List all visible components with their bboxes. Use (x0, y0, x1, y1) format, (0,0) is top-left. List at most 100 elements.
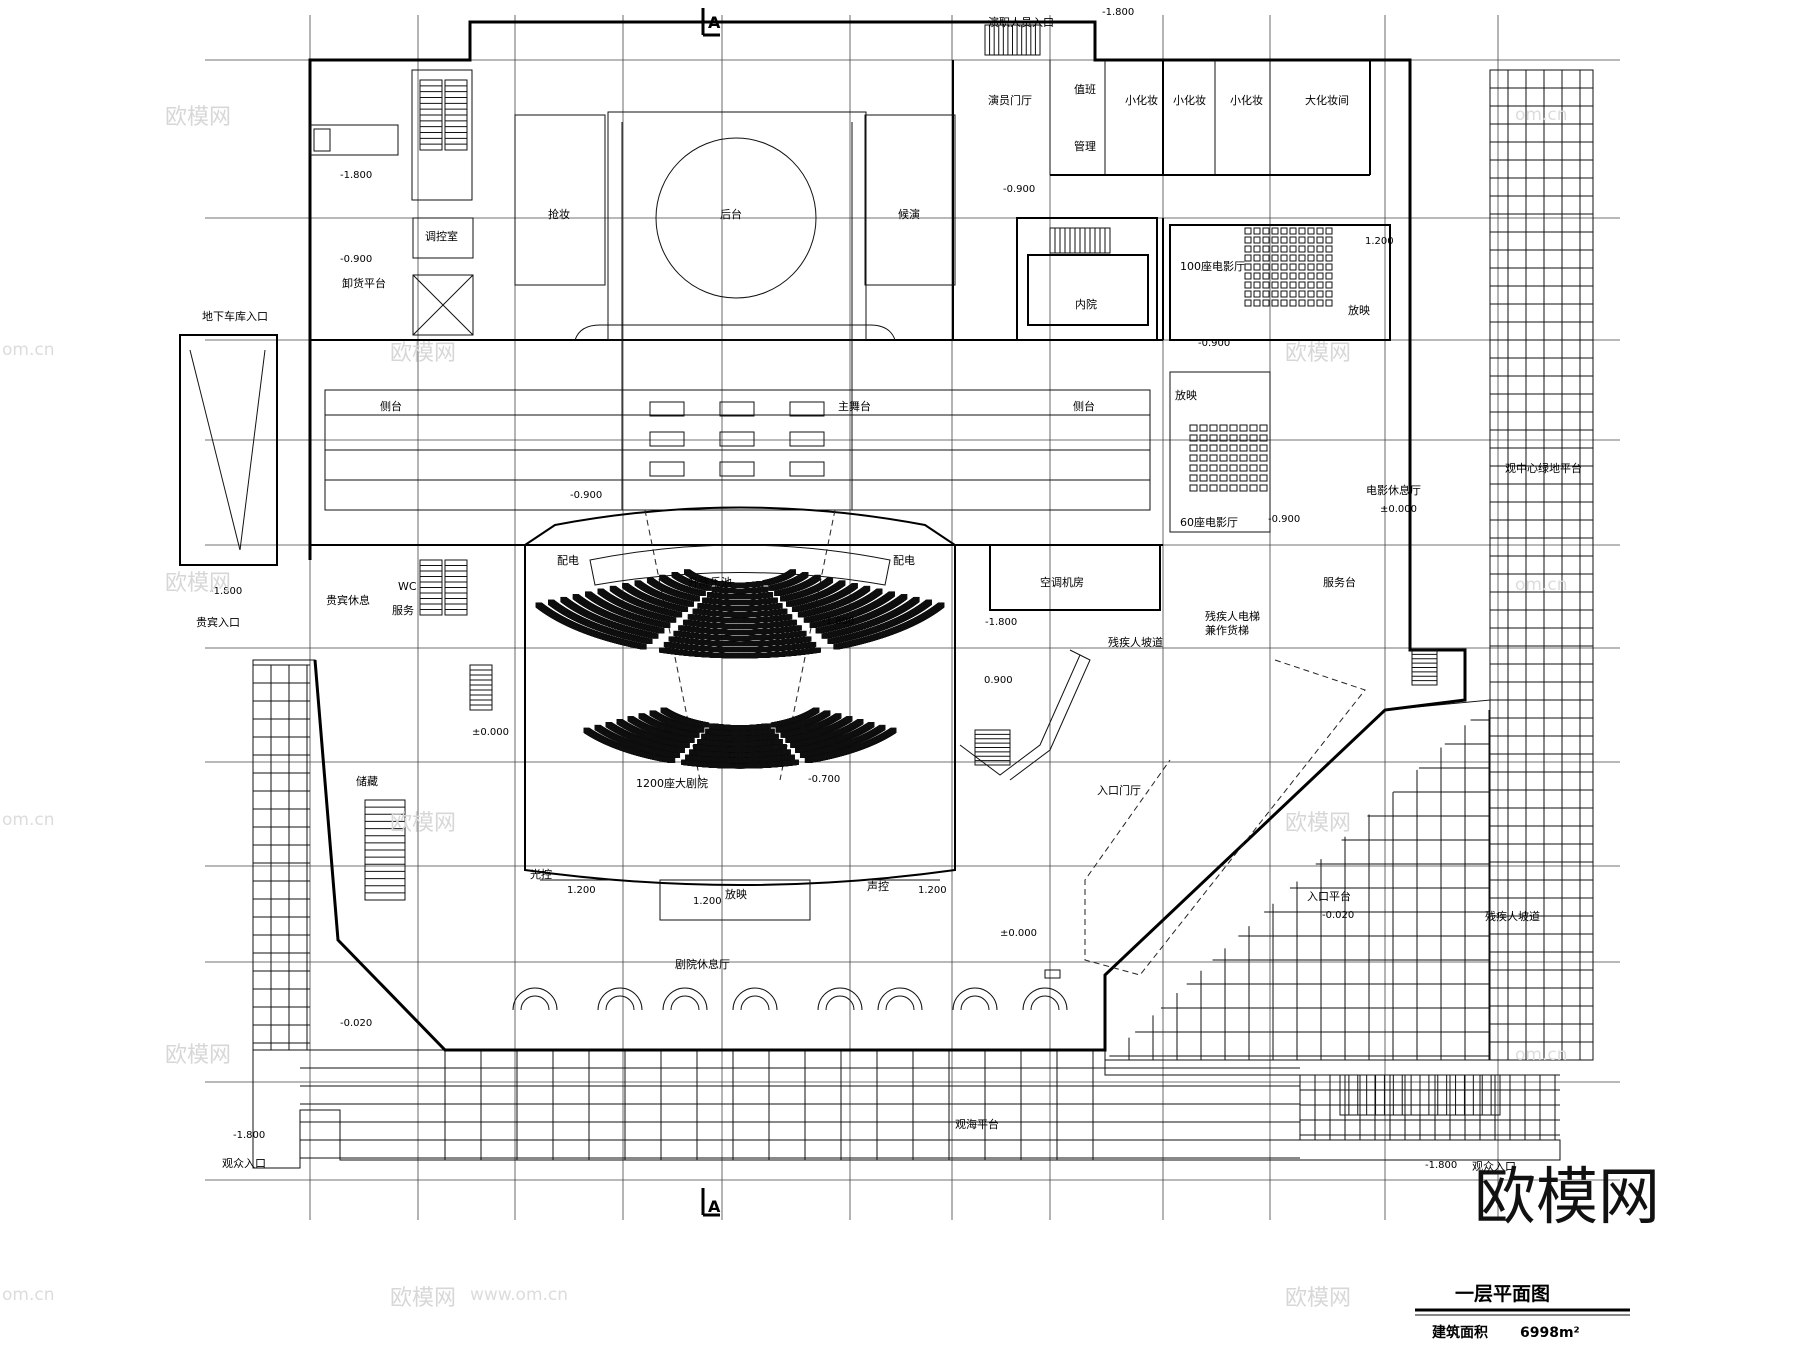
lobby-columns (513, 988, 1067, 1010)
level-entrance-platform: -0.020 (1322, 910, 1354, 921)
watermark-13: om.cn (2, 1285, 55, 1305)
level-ramp: 0.900 (984, 675, 1013, 686)
label-accessible-ramp-2: 残疾人坡道 (1485, 909, 1540, 923)
label-duty: 值班 (1074, 83, 1096, 96)
label-cinema-lounge: 电影休息厅 (1366, 483, 1421, 497)
watermark-10: 欧模网 (1285, 811, 1351, 836)
section-label-bottom: A (708, 1197, 721, 1216)
level-projection: 1.200 (693, 896, 722, 907)
label-unloading: 卸货平台 (342, 276, 386, 290)
label-main-theatre: 1200座大剧院 (636, 776, 708, 790)
label-projection-theatre: 放映 (725, 887, 747, 901)
label-performer-lobby: 演员门厅 (988, 93, 1032, 107)
label-garage-entry: 地下车库入口 (202, 309, 268, 323)
label-service: 服务 (392, 604, 414, 617)
label-quick-change: 抢妆 (548, 207, 570, 221)
title-block: 一层平面图 建筑面积 6998m² (1415, 1283, 1630, 1341)
level-stage: -0.900 (570, 490, 602, 501)
label-projection-60: 放映 (1175, 388, 1197, 402)
label-cinema-60: 60座电影厅 (1180, 515, 1238, 529)
area-label: 建筑面积 (1432, 1324, 1488, 1341)
label-standby: 候演 (898, 207, 920, 221)
watermark-6: 欧模网 (165, 571, 231, 596)
level-pit-right: -1.800 (985, 617, 1017, 628)
label-service-desk: 服务台 (1323, 575, 1356, 589)
watermark-12: om.cn (1515, 1045, 1568, 1065)
label-elec-right: 配电 (893, 554, 915, 567)
level-lobby: ±0.000 (1000, 928, 1037, 939)
level-audience-right: -1.800 (1425, 1160, 1457, 1171)
watermark-14: 欧模网 (390, 1286, 456, 1311)
label-sound-ctrl: 声控 (867, 879, 889, 893)
level-cinema-corridor: -0.900 (1198, 338, 1230, 349)
brand-logo-text: 欧模网 (1474, 1160, 1660, 1233)
label-audience-entry-left: 观众入口 (222, 1157, 266, 1170)
label-small-dressing-3: 小化妆 (1230, 93, 1263, 107)
auditorium (525, 508, 955, 921)
label-courtyard: 内院 (1075, 297, 1097, 311)
level-audience-left: -1.800 (233, 1130, 265, 1141)
watermark-7: om.cn (1515, 575, 1568, 595)
level-top: -1.800 (1102, 7, 1134, 18)
label-lighting-ctrl: 光控 (530, 867, 552, 881)
label-accessible-lift: 残疾人电梯 (1205, 609, 1260, 623)
level-vip-lounge: ±0.000 (472, 727, 509, 738)
level-lower-left: -0.020 (340, 1018, 372, 1029)
label-small-dressing-1: 小化妆 (1125, 93, 1158, 107)
watermark-9: 欧模网 (390, 811, 456, 836)
label-freight-lift: 兼作货梯 (1205, 623, 1249, 637)
level-performer-hall: -0.900 (1003, 184, 1035, 195)
axis-grid (205, 15, 1620, 1220)
label-entrance-hall: 入口门厅 (1097, 783, 1141, 797)
stage-lift-blocks (650, 402, 824, 476)
level-cinema-60: -0.900 (1268, 514, 1300, 525)
label-wc: WC (398, 580, 417, 593)
label-cinema-100: 100座电影厅 (1180, 259, 1245, 273)
watermark-11: 欧模网 (165, 1043, 231, 1068)
watermark-4: 欧模网 (390, 341, 456, 366)
section-label-top: A (708, 13, 721, 32)
label-vip-lounge: 贵宾休息 (326, 593, 370, 607)
label-elec-left: 配电 (557, 554, 579, 567)
watermark-3: om.cn (2, 340, 55, 360)
level-lighting-ctrl: 1.200 (567, 885, 596, 896)
watermark-1: 欧模网 (165, 105, 231, 130)
label-projection-100: 放映 (1348, 303, 1370, 317)
auditorium-seating (536, 570, 944, 768)
label-performer-entry: 演职人员入口 (988, 15, 1054, 29)
level-cinema-100: 1.200 (1365, 236, 1394, 247)
label-large-dressing: 大化妆间 (1305, 93, 1349, 107)
building-outline (310, 22, 1465, 1050)
area-value: 6998m² (1520, 1325, 1580, 1341)
label-accessible-ramp: 残疾人坡道 (1108, 635, 1163, 649)
label-orchestra-pit: 升降乐池 (688, 575, 732, 589)
label-entrance-platform: 入口平台 (1307, 889, 1351, 903)
section-mark-bottom: A (703, 1188, 721, 1216)
level-cinema-lounge: ±0.000 (1380, 504, 1417, 515)
watermark-2: om.cn (1515, 105, 1568, 125)
label-management: 管理 (1074, 139, 1096, 153)
stairs (365, 25, 1500, 1115)
label-vip-entry: 贵宾入口 (196, 615, 240, 629)
level-sound-ctrl: 1.200 (918, 885, 947, 896)
label-green-platform: 观中心绿地平台 (1505, 461, 1582, 475)
level-upper-left: -1.800 (340, 170, 372, 181)
level-unloading: -0.900 (340, 254, 372, 265)
label-side-stage-left: 侧台 (380, 399, 402, 413)
label-side-stage-right: 侧台 (1073, 399, 1095, 413)
label-lighting-control-room: 调控室 (425, 229, 458, 243)
label-main-stage: 主舞台 (838, 399, 871, 413)
label-ahu: 空调机房 (1040, 575, 1084, 589)
watermark-16: 欧模网 (1285, 1286, 1351, 1311)
watermark-8: om.cn (2, 810, 55, 830)
label-sea-view-platform: 观海平台 (955, 1117, 999, 1131)
level-theatre: -0.700 (808, 774, 840, 785)
label-backstage: 后台 (720, 207, 742, 221)
watermark-15: www.om.cn (470, 1285, 568, 1305)
level-pit: -1.800 (822, 616, 854, 627)
label-storage: 储藏 (356, 774, 378, 788)
watermark-5: 欧模网 (1285, 341, 1351, 366)
drawing-title: 一层平面图 (1455, 1283, 1550, 1305)
label-small-dressing-2: 小化妆 (1173, 93, 1206, 107)
